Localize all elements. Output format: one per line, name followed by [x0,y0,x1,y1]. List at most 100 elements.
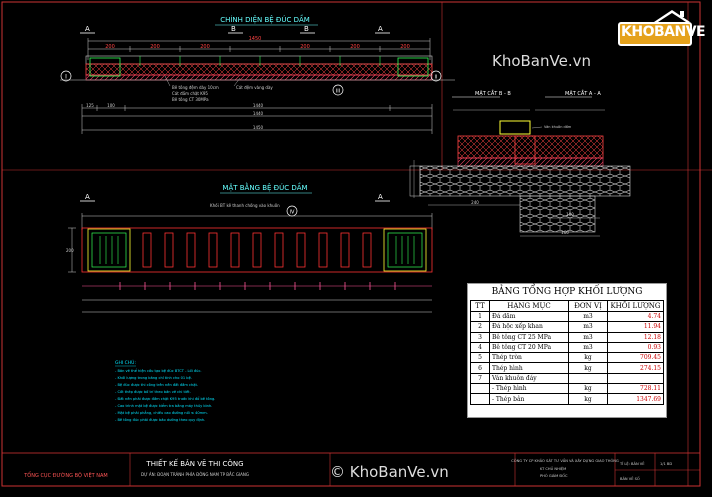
cell-item: Ván khuôn đáy [489,372,569,385]
section-dim-1: 240 [471,200,479,205]
cell-item: - Thép bản [489,393,569,405]
elev-leader-2 [233,77,241,87]
quantity-summary-table: BẢNG TỔNG HỢP KHỐI LƯỢNG TT HẠNG MỤC ĐƠN… [467,283,667,418]
tb-stage: THIẾT KẾ BẢN VẼ THI CÔNG [145,458,243,468]
dim-bottom-1: 125 [86,103,94,108]
plan-end-pad-left-bars [99,236,119,264]
cell-tt: 6 [470,362,490,374]
elev-note-3: Bê tông CT 30MPa [172,97,209,102]
plan-end-pad-left-inner [91,232,127,268]
svg-text:A: A [378,193,383,201]
cell-unit: m3 [568,321,608,333]
cell-item: Thép tròn [489,352,569,364]
notes-line-7: - Mặt bệ phải phẳng, chiều cao đường nối… [115,410,208,415]
cell-qty [607,372,664,385]
notes-title: GHI CHÚ: [115,359,136,366]
svg-text:B: B [231,25,236,33]
cell-item: Đá hộc xếp khan [489,321,569,333]
section-bb-title: MẶT CẮT B - B [475,89,511,97]
notes-line-1: - Bản vẽ thể hiện cấu tạo bệ đúc BTCT - … [115,368,202,373]
cell-unit [568,372,608,385]
section-rock-lower [519,195,596,233]
tb-sheet-no: 1/1 BD [660,462,672,466]
section-marker-b-right: B [300,25,315,34]
elevation-title: CHÍNH DIỆN BỆ ĐÚC DẦM [220,14,310,24]
dim-bottom-4: 1440 [253,111,264,116]
svg-text:A: A [85,25,90,33]
cell-qty: 274.15 [607,362,664,374]
plan-end-pad-right-bars [395,236,415,264]
elev-note-1: Bê tông đệm dày 10cm [172,85,219,90]
cell-unit: kg [568,393,608,405]
notes-line-2: - Khối lượng trong bảng chỉ tính cho 01 … [115,376,192,380]
plan-end-pad-left [87,228,131,272]
cell-unit: kg [568,352,608,364]
section-gravel-layer [457,157,604,167]
section-marker-b-left: B [228,25,243,34]
cell-item: - Thép hình [489,383,569,395]
beam-formwork-box [499,120,531,135]
plan-side-dims [68,227,76,273]
plan-bottom-dims [82,299,432,313]
plan-marker-a-right: A [375,193,390,202]
dim-seg-6: 200 [400,44,410,50]
watermark-bottom: © KhoBanVe.vn [330,463,449,481]
khobanve-logo: KHOBANVE [618,10,706,46]
cell-tt: 4 [470,341,490,354]
notes-line-6: - Cao trình mặt bệ được kiểm tra bằng má… [115,403,212,408]
cell-qty: 1347.69 [607,393,664,405]
watermark-top: KhoBanVe.vn [492,52,591,70]
callout-IV: IV [286,205,298,217]
elevation-bottom-dims [81,104,433,134]
cell-qty: 728.11 [607,383,664,395]
dim-seg-4: 200 [300,44,310,50]
col-header-qty: KHỐI LƯỢNG [607,300,664,312]
tb-project: DỰ ÁN: ĐOẠN TRÁNH PHÍA ĐÔNG NAM TP BẮC G… [141,472,249,477]
plan-top-dims [81,213,433,230]
end-block-left [89,57,121,77]
svg-text:B: B [304,25,309,33]
elev-leader-1 [164,75,171,87]
section-views: MẶT CẮT B - B MẶT CẮT A - A Ván khuôn dầ… [409,89,631,237]
notes-line-8: - Bê tông đúc phải được bảo dưỡng theo q… [115,418,205,422]
svg-text:A: A [378,25,383,33]
table-header-row: TT HẠNG MỤC ĐƠN VỊ KHỐI LƯỢNG [470,300,664,312]
cell-qty: 709.45 [607,352,664,364]
callout-III: III [332,84,344,96]
elev-note-4: Cát đệm vàng dày [236,85,273,90]
logo-text: KHOBANVE [621,24,706,40]
notes-line-4: - Cốt thép được bố trí theo bản vẽ chi t… [115,390,191,394]
dim-seg-1: 200 [105,44,115,50]
section-note-formwork: Ván khuôn dầm [544,125,572,129]
dim-seg-2: 200 [150,44,160,50]
plan-side-dim: 200 [66,248,74,253]
cell-item: Bê tông CT 25 MPa [489,331,569,343]
svg-text:IV: IV [290,210,295,216]
quantity-table-title: BẢNG TỔNG HỢP KHỐI LƯỢNG [491,287,643,297]
tb-sheet: TỈ LỆ: BẢN VẼ [619,461,645,466]
end-block-right [397,57,429,77]
cell-unit: kg [568,362,608,374]
dim-seg-5: 200 [350,44,360,50]
plan-end-pad-right [383,228,427,272]
tb-sheet-label: BẢN VẼ SỐ [620,476,640,481]
section-leader [531,126,543,129]
elevation-top-dims [87,38,431,60]
section-rock-base [419,165,631,197]
cell-unit: kg [568,383,608,395]
title-block: TỔNG CỤC ĐƯỜNG BỘ VIỆT NAM THIẾT KẾ BẢN … [1,452,701,487]
cell-qty: 12.18 [607,331,664,343]
col-header-tt: TT [470,300,490,312]
cell-tt: 5 [470,352,490,364]
cell-unit: m3 [568,341,608,354]
elevation-view: CHÍNH DIỆN BỆ ĐÚC DẦM A B B A [60,14,455,134]
